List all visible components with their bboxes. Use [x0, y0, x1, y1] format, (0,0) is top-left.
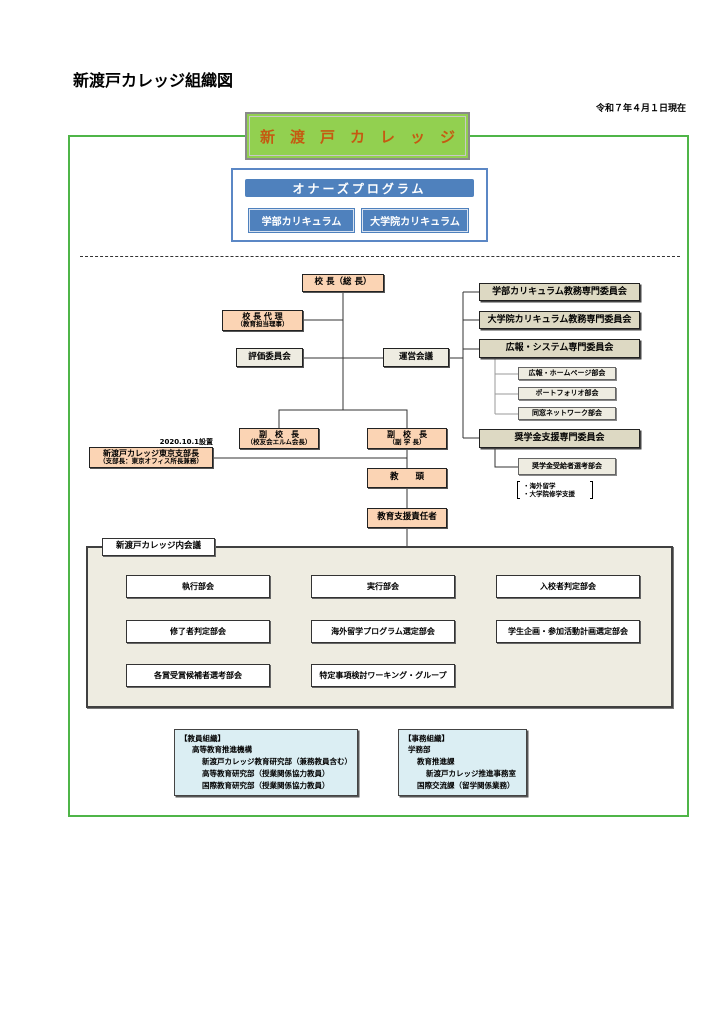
faculty-line: 高等教育推進機構 — [192, 745, 252, 754]
vice-principal-title: 副 校 長 — [387, 430, 427, 440]
pr-homepage-subgroup: 広報・ホームページ部会 — [518, 367, 616, 380]
head-teacher-box: 教 頭 — [367, 468, 447, 488]
scholarship-selection-subgroup: 奨学金受給者選考部会 — [518, 458, 616, 475]
pr-system-committee: 広報・システム専門委員会 — [479, 339, 640, 358]
alumni-network-subgroup: 同窓ネットワーク部会 — [518, 407, 616, 420]
scholarship-notes: ・海外留学 ・大学院修学支援 — [517, 481, 593, 499]
undergrad-curriculum-committee: 学部カリキュラム教務専門委員会 — [479, 283, 640, 301]
vice-principal-role: （副 学 長） — [388, 438, 426, 447]
vice-principal-box: 副 校 長 （副 学 長） — [367, 428, 447, 449]
principal-box: 校 長（総 長） — [302, 274, 384, 292]
administration-organization-box: 【事務組織】 学務部 教育推進課 新渡戸カレッジ推進事務室 国際交流課（留学関係… — [398, 729, 527, 796]
portfolio-subgroup: ポートフォリオ部会 — [518, 387, 616, 400]
scholarship-committee: 奨学金支援専門委員会 — [479, 429, 640, 448]
tokyo-branch-box: 新渡戸カレッジ東京支部長 （支部長：東京オフィス所長兼務） — [89, 447, 213, 468]
vice-principal-title: 副 校 長 — [259, 430, 299, 440]
honors-program-title: オナーズプログラム — [245, 179, 474, 197]
meeting-box: 海外留学プログラム選定部会 — [311, 620, 455, 643]
deputy-principal-box: 校 長 代 理 （教育担当理事） — [222, 310, 303, 331]
as-of-date: 令和７年４月１日現在 — [595, 104, 686, 114]
scholarship-note: ・海外留学 — [523, 482, 556, 490]
faculty-organization-box: 【教員組織】 高等教育推進機構 新渡戸カレッジ教育研究部（兼務教員含む） 高等教… — [174, 729, 358, 796]
deputy-principal-role: （教育担当理事） — [236, 320, 289, 329]
education-support-box: 教育支援責任者 — [367, 508, 447, 528]
admin-heading: 【事務組織】 — [404, 734, 449, 743]
bracket-right — [590, 481, 593, 499]
tokyo-branch-title: 新渡戸カレッジ東京支部長 — [103, 449, 199, 459]
admin-line: 学務部 — [408, 745, 431, 754]
connector-line — [278, 409, 408, 428]
faculty-heading: 【教員組織】 — [180, 734, 225, 743]
tokyo-branch-established-note: 2020.10.1設置 — [159, 438, 213, 446]
graduate-curriculum-badge: 大学院カリキュラム — [362, 209, 468, 232]
deputy-principal-title: 校 長 代 理 — [242, 312, 283, 322]
graduate-curriculum-committee: 大学院カリキュラム教務専門委員会 — [479, 311, 640, 329]
faculty-line: 国際教育研究部（授業関係協力教員） — [202, 781, 330, 790]
bracket-left — [517, 481, 520, 499]
tokyo-branch-role: （支部長：東京オフィス所長兼務） — [99, 457, 203, 466]
admin-line: 新渡戸カレッジ推進事務室 — [426, 769, 516, 778]
internal-meetings-label: 新渡戸カレッジ内会議 — [102, 538, 215, 556]
faculty-line: 新渡戸カレッジ教育研究部（兼務教員含む） — [202, 757, 352, 766]
evaluation-committee-box: 評価委員会 — [236, 348, 303, 367]
vice-principal-alumni-box: 副 校 長 （校友会エルム会長） — [239, 428, 319, 449]
admin-line: 教育推進課 — [417, 757, 455, 766]
scholarship-note: ・大学院修学支援 — [523, 490, 575, 498]
meeting-box: 各賞受賞候補者選考部会 — [126, 664, 270, 687]
admin-line: 国際交流課（留学関係業務） — [417, 781, 515, 790]
section-divider — [80, 256, 680, 257]
meeting-box: 修了者判定部会 — [126, 620, 270, 643]
connector-line — [494, 448, 518, 468]
college-name-banner: 新 渡 戸 カ レ ッ ジ — [245, 112, 470, 160]
meeting-box: 執行部会 — [126, 575, 270, 598]
meeting-box: 実行部会 — [311, 575, 455, 598]
undergrad-curriculum-badge: 学部カリキュラム — [249, 209, 354, 232]
steering-meeting-box: 運営会議 — [383, 348, 449, 367]
faculty-line: 高等教育研究部（授業関係協力教員） — [202, 769, 330, 778]
meeting-box: 入校者判定部会 — [496, 575, 640, 598]
page-title: 新渡戸カレッジ組織図 — [73, 71, 234, 90]
meeting-box: 特定事項検討ワーキング・グループ — [311, 664, 455, 687]
meeting-box: 学生企画・参加活動計画選定部会 — [496, 620, 640, 643]
vice-principal-role: （校友会エルム会長） — [246, 438, 312, 447]
